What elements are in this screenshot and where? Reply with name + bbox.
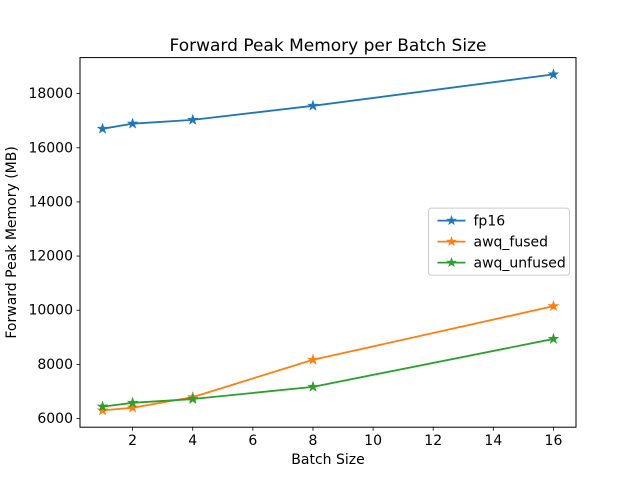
x-tick-label: 8 (309, 433, 318, 449)
series-marker-awq_unfused (547, 332, 560, 345)
series-marker-awq_unfused (186, 392, 199, 405)
series-marker-awq_fused (126, 401, 139, 413)
series-marker-awq_unfused (96, 400, 109, 412)
legend-label-fp16: fp16 (474, 214, 506, 230)
series-marker-awq_fused (306, 353, 319, 365)
series-marker-awq_unfused (126, 396, 139, 408)
series-marker-fp16 (96, 122, 109, 134)
series-marker-fp16 (306, 99, 319, 111)
legend-label-awq_unfused: awq_unfused (474, 256, 566, 272)
y-tick-label: 10000 (28, 303, 73, 319)
legend-marker-fp16 (445, 214, 458, 226)
x-tick-label: 6 (248, 433, 257, 449)
x-axis-label: Batch Size (291, 452, 364, 468)
legend-box (428, 207, 570, 276)
y-tick-label: 16000 (28, 140, 73, 156)
axes-frame (79, 57, 577, 428)
series-marker-fp16 (547, 68, 560, 80)
legend-label-awq_fused: awq_fused (474, 235, 549, 251)
y-tick-label: 8000 (37, 357, 73, 373)
y-tick-label: 6000 (37, 411, 73, 427)
legend-marker-awq_fused (445, 235, 458, 247)
series-marker-awq_fused (96, 404, 109, 416)
y-tick-label: 18000 (28, 86, 73, 102)
series-marker-fp16 (186, 113, 199, 125)
x-tick-label: 2 (128, 433, 137, 449)
x-tick-label: 14 (484, 433, 502, 449)
x-tick-label: 4 (188, 433, 197, 449)
series-marker-awq_unfused (306, 380, 319, 392)
series-line-awq_fused (102, 305, 554, 412)
y-axis-label: Forward Peak Memory (MB) (4, 146, 20, 338)
x-tick-label: 12 (424, 433, 442, 449)
legend: fp16 awq_fused awq_unfused (428, 207, 570, 276)
y-tick-label: 14000 (28, 194, 73, 210)
series-line-fp16 (102, 73, 554, 130)
x-tick-label: 10 (364, 433, 382, 449)
y-tick-label: 12000 (28, 249, 73, 265)
series-line-awq_unfused (102, 338, 554, 408)
series-marker-awq_fused (547, 299, 560, 312)
series-marker-fp16 (126, 117, 139, 129)
plot-area: 2 4 6 8 10 12 14 16 6000 8000 10000 12000 14000 16000… (28, 57, 577, 449)
chart-title: Forward Peak Memory per Batch Size (170, 36, 487, 56)
x-tick-label: 16 (545, 433, 563, 449)
legend-marker-awq_unfused (445, 256, 458, 268)
